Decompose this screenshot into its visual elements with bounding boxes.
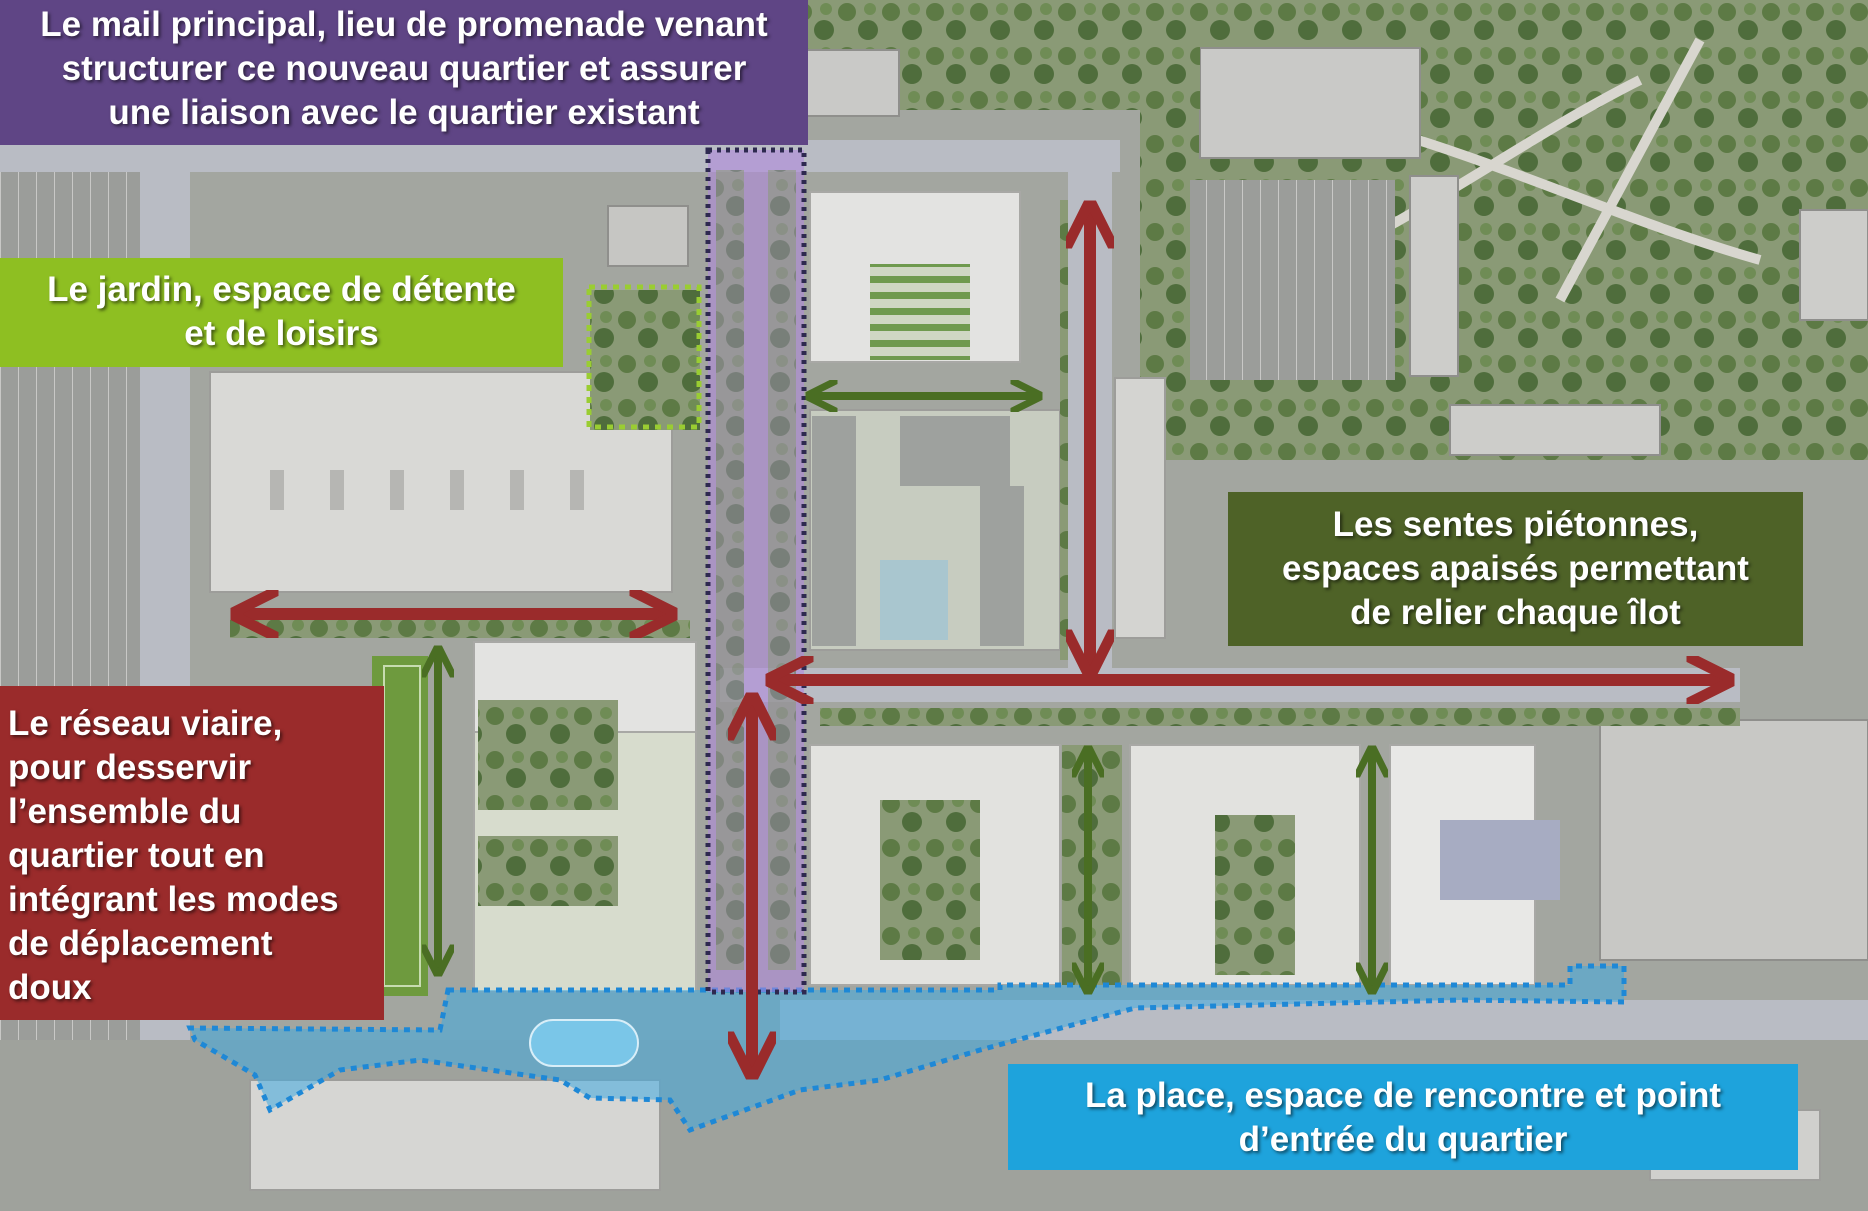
label-mail-principal: Le mail principal, lieu de promenade ven… — [0, 0, 808, 145]
block-west-garden — [478, 700, 618, 810]
block-se-2-garden — [1215, 815, 1295, 975]
label-jardin-line: Le jardin, espace de détente — [47, 270, 516, 309]
place-basin — [529, 1019, 639, 1067]
mail-trees-right — [768, 170, 796, 970]
label-reseau-line: intégrant les modes — [8, 880, 339, 919]
building-north — [803, 49, 900, 117]
label-mail-line: une liaison avec le quartier existant — [108, 93, 700, 132]
block-center-roof-3 — [980, 486, 1024, 646]
label-mail-line: structurer ce nouveau quartier et assure… — [61, 49, 747, 88]
housing-block-ne-2 — [1409, 175, 1459, 377]
street-trees-ew-2 — [820, 708, 1740, 726]
housing-block-ne-1 — [1199, 47, 1421, 159]
label-reseau-line: pour desservir — [8, 748, 252, 787]
place-overlay — [186, 963, 1627, 1134]
block-se-3-plaza — [1440, 820, 1560, 900]
label-sentes-line: espaces apaisés permettant — [1282, 549, 1749, 588]
field-lines — [383, 665, 421, 987]
label-reseau-line: Le réseau viaire, — [8, 704, 283, 743]
warehouse-roof-lights — [270, 470, 584, 510]
label-reseau-line: de déplacement — [8, 924, 273, 963]
housing-block-ne-4 — [1799, 209, 1868, 321]
block-west-garden-2 — [478, 836, 618, 906]
south-buildings — [249, 1079, 661, 1191]
small-building-nw — [607, 205, 689, 267]
block-ne-u-garden — [870, 264, 970, 360]
label-sentes-pietonnes: Les sentes piétonnes, espaces apaisés pe… — [1228, 492, 1803, 646]
label-reseau-line: doux — [8, 968, 92, 1007]
label-reseau-line: l’ensemble du — [8, 792, 242, 831]
street-trees-ew — [230, 620, 690, 638]
label-place-line: La place, espace de rencontre et point — [1084, 1076, 1722, 1115]
label-sentes-line: Les sentes piétonnes, — [1332, 505, 1699, 544]
mail-trees-left — [716, 170, 744, 970]
building-east-long — [1114, 377, 1166, 639]
label-mail-line: Le mail principal, lieu de promenade ven… — [40, 5, 768, 44]
label-place: La place, espace de rencontre et point d… — [1008, 1064, 1798, 1170]
parking-north — [1190, 180, 1395, 380]
label-sentes-line: de relier chaque îlot — [1350, 593, 1681, 632]
buildings-far-east — [1599, 719, 1868, 961]
label-reseau-viaire: Le réseau viaire, pour desservir l’ensem… — [0, 686, 384, 1020]
label-place-line: d’entrée du quartier — [1238, 1120, 1568, 1159]
block-center-roof-2 — [900, 416, 1010, 486]
block-center-pool — [880, 560, 948, 640]
label-jardin-line: et de loisirs — [184, 314, 379, 353]
housing-block-ne-3 — [1449, 404, 1661, 456]
garden-square — [590, 290, 700, 430]
jardin-outline — [586, 284, 702, 430]
block-center-roof-1 — [812, 416, 856, 646]
block-se-1-garden — [880, 800, 980, 960]
label-reseau-line: quartier tout en — [8, 836, 265, 875]
label-jardin: Le jardin, espace de détente et de loisi… — [0, 258, 563, 367]
